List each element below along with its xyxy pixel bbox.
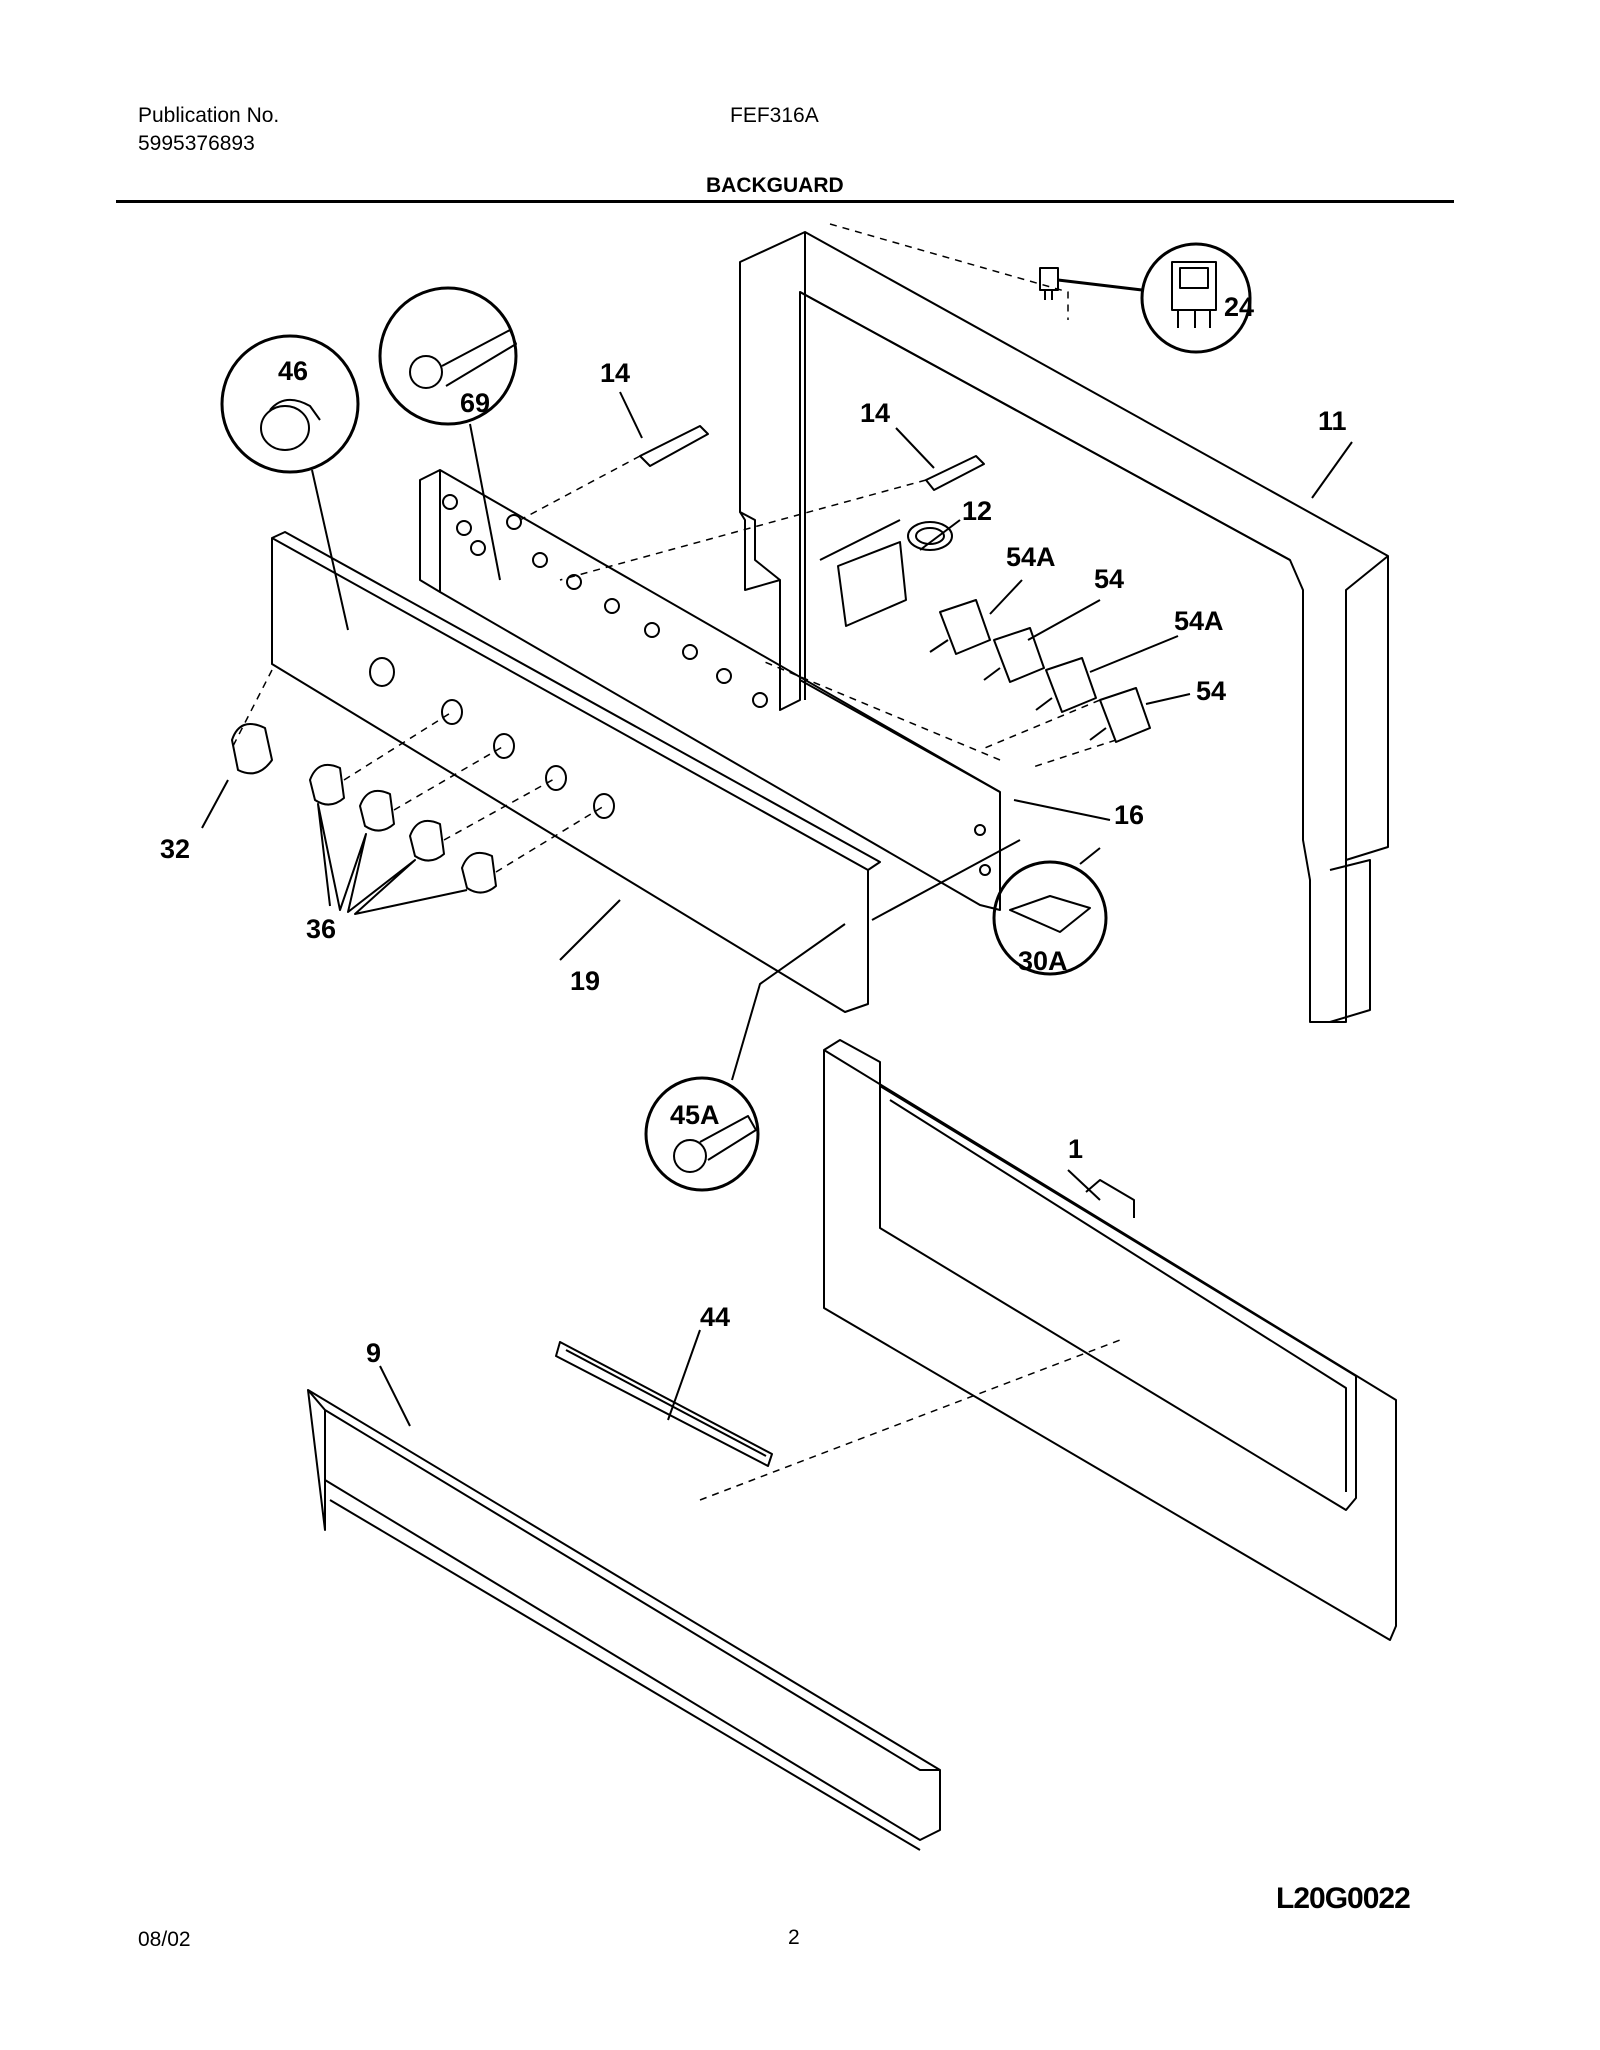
knob-32 [231,723,273,775]
switch-detail-circle [1140,242,1252,354]
callout-46: 46 [278,356,308,386]
section-title: BACKGUARD [706,174,844,197]
callout-54a-2: 54A [1174,606,1224,636]
control-bracket [419,469,1001,911]
header-rule [116,200,1454,203]
callout-54a-1: 54A [1006,542,1056,572]
wing-nut-detail [1009,895,1091,933]
callout-24: 24 [1224,292,1254,322]
lower-back-panel [823,1039,1397,1641]
callout-44: 44 [700,1302,730,1332]
callout-16: 16 [1114,800,1144,830]
callout-12: 12 [962,496,992,526]
detail-circle-30a [992,860,1108,976]
callout-1: 1 [1068,1134,1083,1164]
publication-label: Publication No. [138,104,280,127]
callout-32: 32 [160,834,190,864]
callout-36: 36 [306,914,336,944]
rear-trim-panel [307,1389,941,1851]
callout-69: 69 [460,388,490,418]
indicator-light-2 [925,455,985,491]
trim-strip-44 [555,1341,773,1467]
callout-19: 19 [570,966,600,996]
callout-14-b: 14 [860,398,890,428]
footer-date: 08/02 [138,1928,191,1951]
screw-detail [409,329,517,389]
callout-14-a: 14 [600,358,630,388]
infinite-switch-1 [929,599,991,655]
rocker-switch-small [1039,267,1059,300]
control-panel [271,531,881,1013]
knob-cap-detail [260,399,321,451]
publication-number: 5995376893 [138,132,255,155]
bolt-detail [673,1115,757,1173]
detail-circle-46 [220,334,360,474]
knobs-36 [309,764,497,894]
infinite-switch-3 [1035,657,1097,713]
drawing-code: L20G0022 [1276,1882,1411,1915]
callout-54-1: 54 [1094,564,1124,594]
infinite-switch-4 [1089,687,1151,743]
leader-lines [201,391,1353,1427]
detail-circle-45a [644,1076,760,1192]
switch-detail [1171,261,1217,328]
model-number: FEF316A [730,104,819,127]
switch-leader [1057,278,1143,292]
assembly-lines [231,223,1121,1501]
callout-11: 11 [1318,406,1347,436]
callout-45a: 45A [670,1100,720,1130]
backguard-panel [739,231,1389,1023]
callout-30a: 30A [1018,946,1068,976]
indicator-light-1 [639,425,709,467]
infinite-switch-2 [983,627,1045,683]
thermostat [819,519,953,627]
footer-page: 2 [788,1926,800,1949]
callout-54-2: 54 [1196,676,1226,706]
detail-circle-69 [378,286,518,426]
callout-9: 9 [366,1338,381,1368]
